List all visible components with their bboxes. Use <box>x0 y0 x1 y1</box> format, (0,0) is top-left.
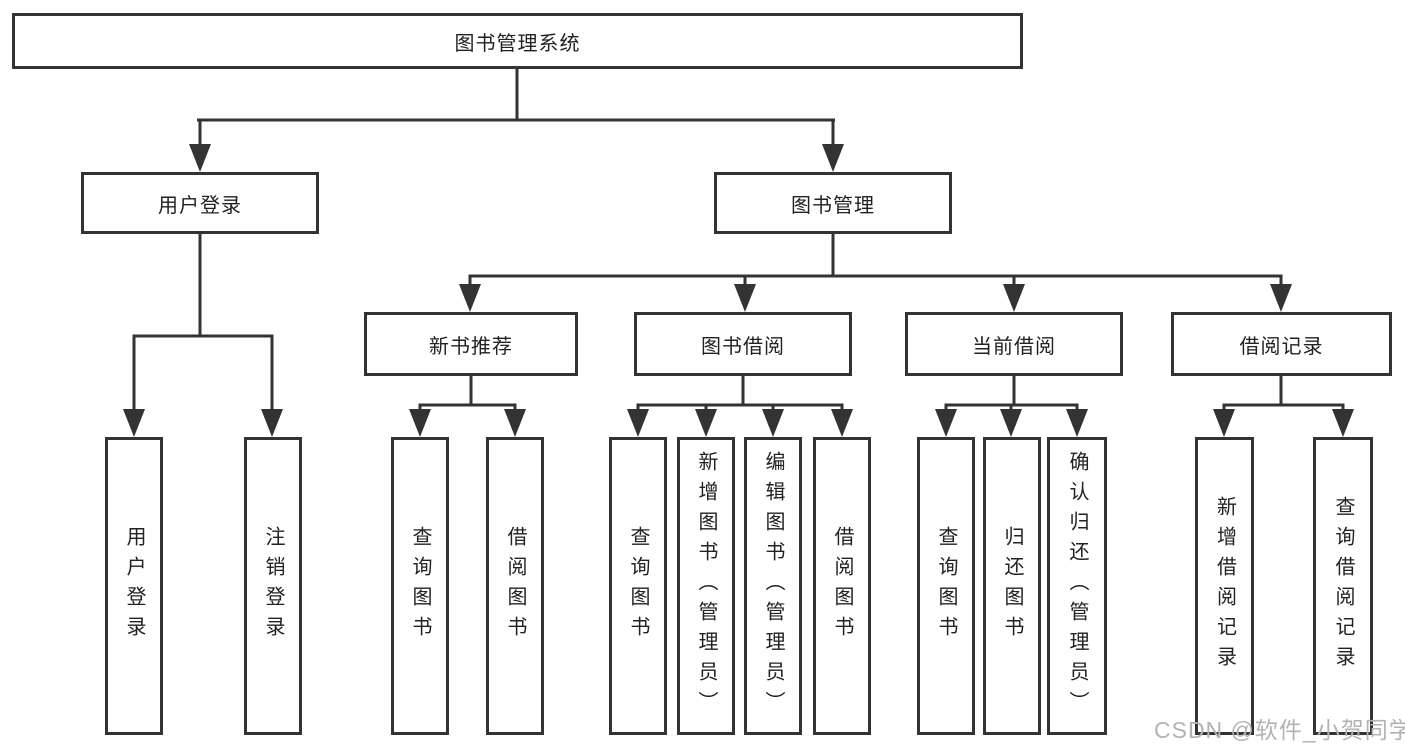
leaf-label: 编辑图书（管理员） <box>762 451 784 721</box>
node-book-borrow: 图书借阅 <box>634 312 852 376</box>
connector-login-to-leaves <box>132 234 274 411</box>
leaf-label: 查询借阅记录 <box>1332 496 1354 676</box>
arrow-down-icon <box>409 409 526 437</box>
node-label: 借阅记录 <box>1239 335 1324 358</box>
leaf-label: 借阅图书 <box>504 526 526 646</box>
leaf-query-books-2: 查询图书 <box>609 437 667 735</box>
connector-root-to-level2 <box>197 68 835 146</box>
leaf-label: 查询图书 <box>935 526 957 646</box>
leaf-query-books-1: 查询图书 <box>391 437 449 735</box>
connector-section2-to-leaves <box>636 376 844 411</box>
leaf-confirm-return-admin: 确认归还（管理员） <box>1047 437 1107 735</box>
leaf-add-books-admin: 新增图书（管理员） <box>677 437 735 735</box>
leaf-label: 用户登录 <box>123 526 145 646</box>
leaf-label: 查询图书 <box>409 526 431 646</box>
node-user-login-branch: 用户登录 <box>81 172 319 234</box>
watermark-text: CSDN @软件_小贺同学 <box>1154 717 1405 743</box>
arrow-down-icon <box>123 409 283 437</box>
leaf-return-books: 归还图书 <box>983 437 1041 735</box>
arrow-down-icon <box>627 409 853 437</box>
connector-section4-to-leaves <box>1222 376 1345 411</box>
node-book-management-branch: 图书管理 <box>714 172 952 234</box>
leaf-add-borrow-record: 新增借阅记录 <box>1195 437 1254 735</box>
leaf-label: 新增借阅记录 <box>1213 496 1236 676</box>
node-new-book-recommend: 新书推荐 <box>364 312 578 376</box>
node-root: 图书管理系统 <box>12 13 1023 69</box>
node-label: 新书推荐 <box>429 335 513 358</box>
arrow-down-icon <box>935 409 1088 437</box>
leaf-label: 新增图书（管理员） <box>695 451 717 721</box>
leaf-label: 注销登录 <box>262 526 284 646</box>
leaf-query-borrow-record: 查询借阅记录 <box>1313 437 1373 735</box>
leaf-label: 确认归还（管理员） <box>1066 451 1088 721</box>
arrow-down-icon <box>189 144 844 172</box>
leaf-edit-books-admin: 编辑图书（管理员） <box>744 437 802 735</box>
leaf-label: 借阅图书 <box>831 526 853 646</box>
leaf-label: 归还图书 <box>1001 526 1023 646</box>
node-borrow-records: 借阅记录 <box>1171 312 1392 376</box>
connector-management-to-sections <box>468 234 1283 288</box>
node-label: 图书借阅 <box>701 335 785 358</box>
node-label: 图书管理 <box>791 194 875 217</box>
leaf-user-login: 用户登录 <box>105 437 163 735</box>
node-root-label: 图书管理系统 <box>454 32 581 55</box>
leaf-label: 查询图书 <box>627 526 649 646</box>
node-label: 用户登录 <box>158 194 242 217</box>
leaf-borrow-books-1: 借阅图书 <box>486 437 544 735</box>
node-current-borrow: 当前借阅 <box>905 312 1123 376</box>
leaf-borrow-books-2: 借阅图书 <box>813 437 871 735</box>
connector-section1-to-leaves <box>418 376 517 411</box>
leaf-query-books-3: 查询图书 <box>917 437 975 735</box>
arrow-down-icon <box>1213 409 1354 437</box>
arrow-down-icon <box>459 284 1292 312</box>
node-label: 当前借阅 <box>972 335 1056 358</box>
leaf-logout: 注销登录 <box>244 437 302 735</box>
connector-section3-to-leaves <box>944 376 1079 411</box>
